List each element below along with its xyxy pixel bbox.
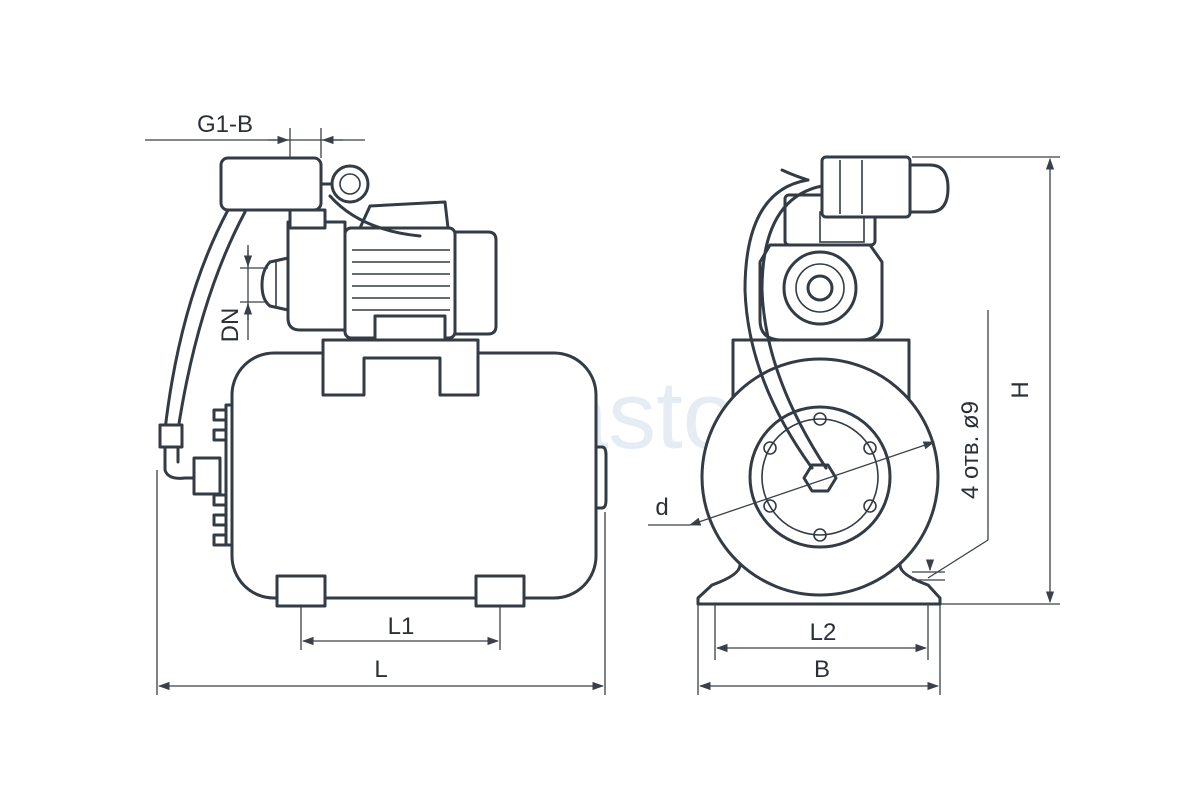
hose-fitting — [158, 423, 184, 449]
side-view: G1-B DN L1 L — [145, 111, 608, 695]
label-l: L — [374, 656, 387, 683]
tank-flange — [212, 403, 234, 547]
pressure-switch-front — [820, 155, 912, 219]
flex-hose-front — [743, 178, 814, 470]
pump-volute-front — [782, 250, 858, 326]
pump-volute — [286, 220, 347, 332]
pump-bracket — [321, 338, 480, 397]
pressure-switch — [219, 156, 323, 212]
dimension-b — [697, 604, 941, 695]
tank-valve-fitting — [802, 463, 838, 493]
dimension-dn — [240, 245, 268, 340]
tank-foot-right — [474, 574, 526, 608]
tank-foot-left — [275, 574, 327, 608]
pressure-tank-side — [230, 351, 598, 600]
label-h: H — [1007, 381, 1034, 398]
dimension-d — [648, 441, 936, 526]
gauge-front — [908, 163, 950, 214]
label-l1: L1 — [388, 613, 415, 640]
dimension-h — [912, 156, 1060, 605]
motor-foot — [373, 314, 447, 342]
terminal-box — [358, 200, 450, 230]
gauge-cable — [328, 194, 422, 238]
tank-end-cap — [594, 445, 608, 510]
pump-outlet — [288, 208, 327, 230]
motor-end-cap — [453, 230, 498, 336]
front-view: d 4 отв. ø9 H L2 B — [648, 155, 1060, 695]
label-b: B — [814, 656, 830, 683]
pressure-gauge — [330, 164, 370, 204]
label-dn: DN — [217, 308, 244, 343]
label-l2: L2 — [810, 619, 837, 646]
motor-fins — [352, 249, 450, 311]
dimension-l1 — [300, 606, 501, 650]
tank-connector — [192, 456, 222, 496]
pump-inlet — [260, 256, 290, 312]
pump-body-front — [758, 243, 884, 342]
flex-hose — [163, 208, 230, 480]
dimension-g1b — [145, 128, 365, 158]
dimension-l — [156, 470, 606, 695]
label-holes: 4 отв. ø9 — [957, 401, 984, 499]
label-d: d — [655, 494, 668, 521]
dimension-l2 — [714, 604, 929, 660]
label-g1b: G1-B — [197, 111, 253, 138]
dimension-holes — [912, 310, 989, 581]
